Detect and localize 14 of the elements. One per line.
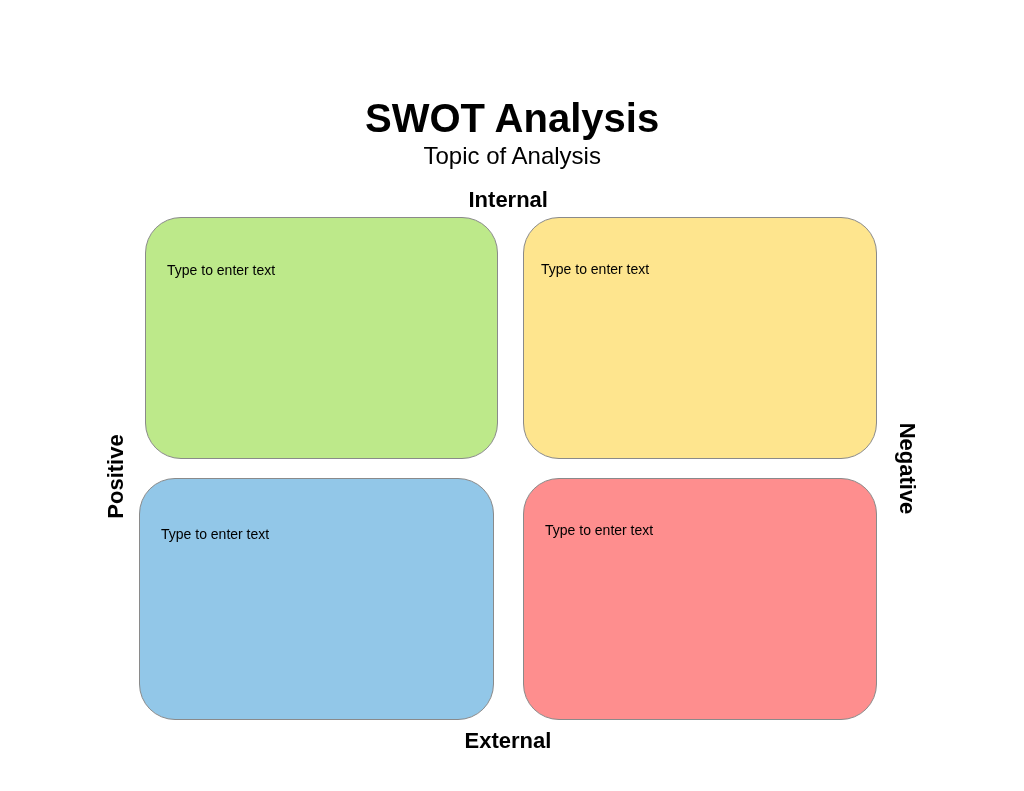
axis-label: Negative bbox=[895, 422, 921, 514]
quadrant-box bbox=[139, 478, 494, 720]
subtitle: Topic of Analysis bbox=[423, 142, 601, 170]
axis-label: Positive bbox=[102, 433, 128, 519]
diagram-title: SWOT Analysis bbox=[365, 95, 660, 141]
placeholder-text: Type to enter text bbox=[541, 261, 650, 277]
axis-label: Internal bbox=[468, 186, 548, 212]
placeholder-text: Type to enter text bbox=[167, 262, 276, 278]
axis-label: External bbox=[464, 727, 552, 753]
quadrant-box bbox=[145, 217, 498, 459]
placeholder-text: Type to enter text bbox=[545, 522, 654, 538]
quadrant-box bbox=[523, 217, 877, 459]
quadrant-box bbox=[523, 478, 877, 720]
placeholder-text: Type to enter text bbox=[161, 526, 270, 542]
